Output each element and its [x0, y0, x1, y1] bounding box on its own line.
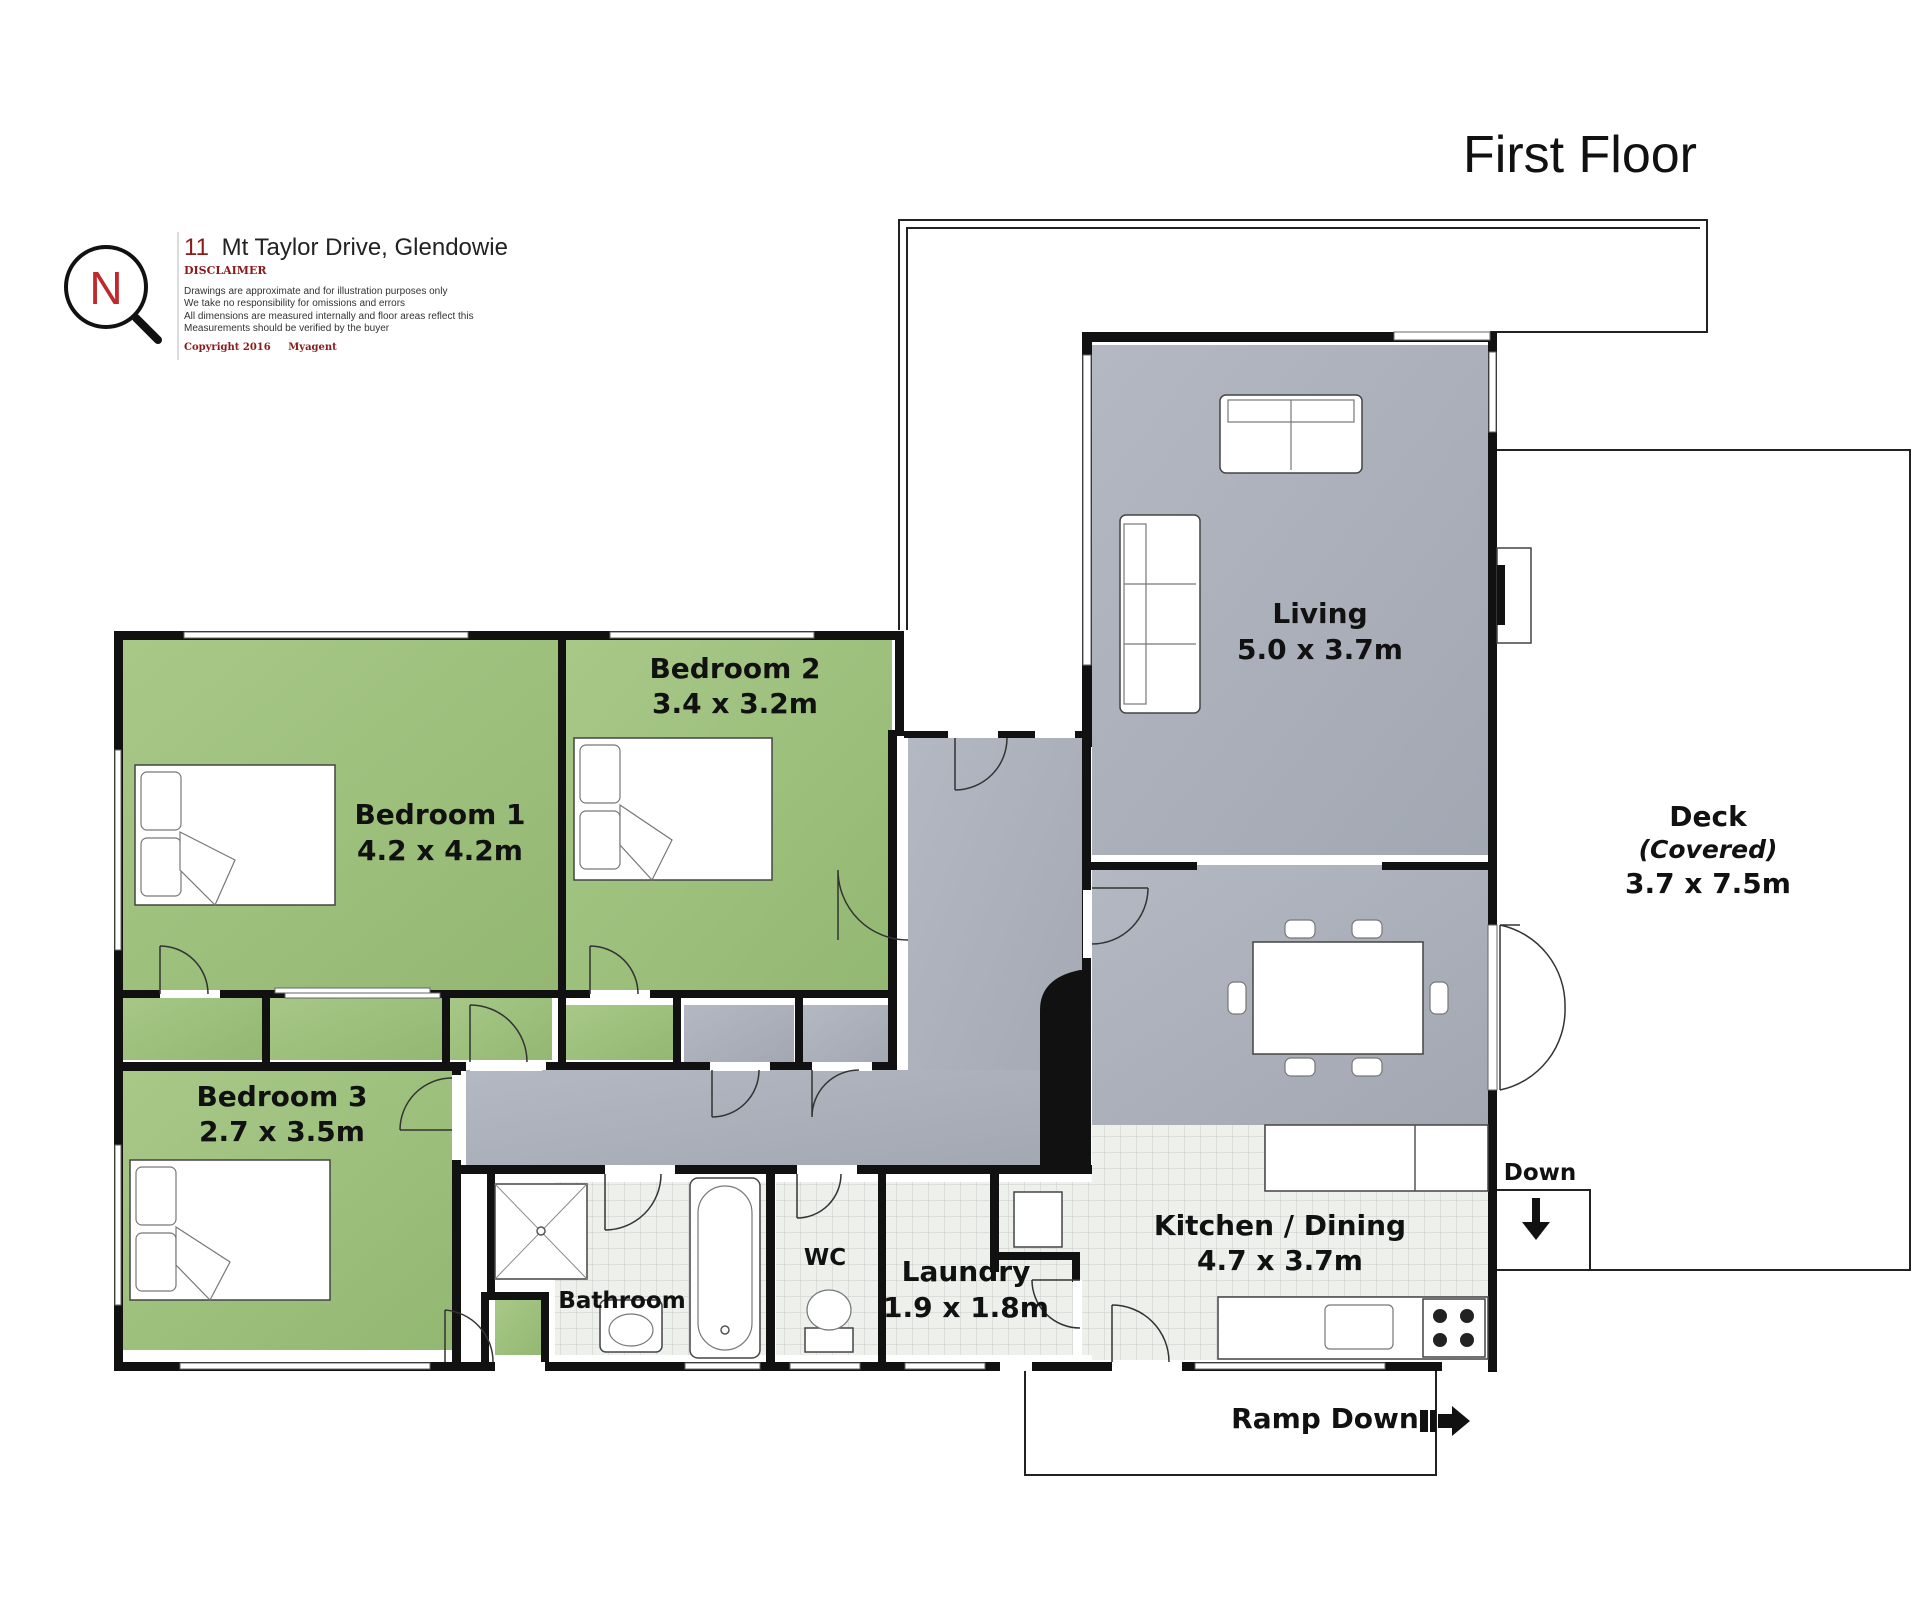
shower-icon [494, 1183, 588, 1280]
bed-icon [573, 737, 773, 882]
basin-icon [599, 1299, 663, 1353]
wardrobe-2 [270, 990, 442, 1060]
bedroom3-size: 2.7 x 3.5m [199, 1115, 365, 1148]
laundry-tub-icon [1013, 1191, 1063, 1248]
linen-cupboard-1 [684, 1005, 794, 1065]
hallway-main [466, 1070, 1082, 1165]
compass-letter: N [89, 262, 122, 314]
disclaimer-heading: DISCLAIMER [184, 264, 267, 277]
stove-icon [1422, 1298, 1486, 1358]
address-street: Mt Taylor Drive, Glendowie [222, 234, 508, 261]
kitchen-name: Kitchen / Dining [1154, 1209, 1406, 1242]
wc-name: WC [804, 1245, 846, 1271]
deck-note: (Covered) [1639, 835, 1778, 864]
toilet-icon [804, 1289, 854, 1353]
doors [159, 737, 1566, 1363]
wardrobe-3 [566, 1005, 673, 1060]
address: 11 Mt Taylor Drive, Glendowie [184, 234, 508, 261]
down-arrow-icon [1522, 1198, 1550, 1240]
down-label: Down [1504, 1160, 1577, 1186]
compass-logo: N [64, 245, 162, 344]
floor-title: First Floor [1463, 126, 1697, 184]
bathroom-name: Bathroom [558, 1288, 685, 1314]
bed-icon [134, 764, 336, 907]
bedroom1-name: Bedroom 1 [354, 798, 525, 831]
copyright-text: Copyright 2016 [184, 342, 271, 353]
bedroom2-size: 3.4 x 3.2m [652, 687, 818, 720]
ramp-arrow-icon [1420, 1406, 1470, 1436]
bed-icon [129, 1159, 331, 1302]
address-number: 11 [184, 234, 209, 261]
kitchen-island [1264, 1124, 1489, 1192]
sofa-icon [1219, 394, 1363, 474]
deck-size: 3.7 x 7.5m [1625, 867, 1791, 900]
disclaimer-line: All dimensions are measured internally a… [184, 311, 474, 322]
windows [114, 331, 1498, 1371]
room-labels: Bedroom 1 4.2 x 4.2m Bedroom 2 3.4 x 3.2… [196, 597, 1791, 1435]
copyright: Copyright 2016 Myagent [184, 342, 337, 353]
agent-name: Myagent [288, 342, 337, 353]
dining-table-icon [1227, 919, 1449, 1077]
disclaimer-line: Measurements should be verified by the b… [184, 323, 390, 334]
disclaimer-line: Drawings are approximate and for illustr… [184, 286, 447, 297]
wardrobe-1 [122, 990, 262, 1060]
living-size: 5.0 x 3.7m [1237, 633, 1403, 666]
sofa-icon [1119, 514, 1201, 714]
furniture [129, 394, 1550, 1436]
kitchen-size: 4.7 x 3.7m [1197, 1244, 1363, 1277]
deck-name: Deck [1669, 800, 1748, 833]
bedroom2-name: Bedroom 2 [649, 652, 820, 685]
linen-cupboard-2 [803, 1005, 893, 1065]
laundry-size: 1.9 x 1.8m [883, 1291, 1049, 1324]
bedroom3-cupboard [495, 1300, 545, 1355]
bedroom1-entry [450, 990, 552, 1060]
bedroom1-size: 4.2 x 4.2m [357, 834, 523, 867]
sink-icon [1324, 1304, 1394, 1350]
laundry-name: Laundry [902, 1255, 1031, 1288]
bath-icon [689, 1177, 761, 1359]
living-name: Living [1272, 597, 1367, 630]
ramp-down-label: Ramp Down [1231, 1402, 1419, 1435]
compass-icon [64, 245, 148, 329]
disclaimer-line: We take no responsibility for omissions … [184, 298, 405, 309]
magnifier-handle-icon [132, 314, 162, 344]
bedroom3-name: Bedroom 3 [196, 1080, 367, 1113]
